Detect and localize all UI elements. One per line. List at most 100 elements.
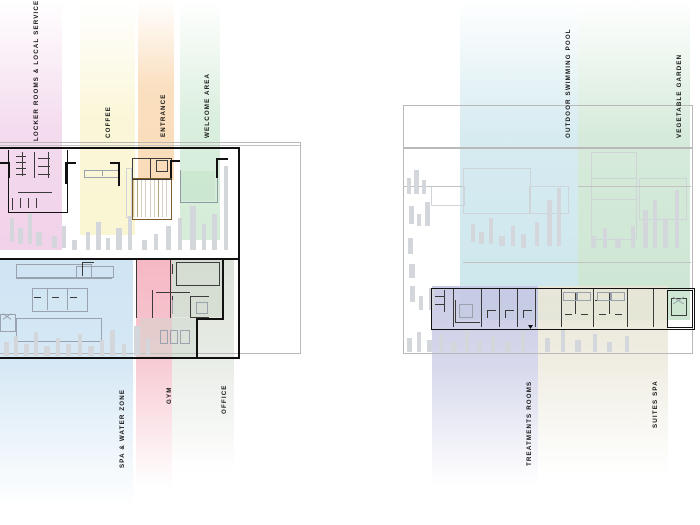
treatment-door-2	[505, 310, 514, 311]
wall-coffee-top-return	[110, 162, 120, 164]
context-divider-line	[0, 145, 300, 146]
lower-stick-d	[34, 332, 38, 356]
suite-bed-axis-2	[609, 292, 610, 314]
right-stick-n	[489, 218, 493, 244]
treatment-door-3	[523, 310, 532, 311]
suite-wall-2	[593, 289, 595, 327]
locker-cubicle-1	[20, 198, 21, 208]
context-stick-a	[10, 218, 14, 242]
treatment-door-jamb-2	[505, 310, 506, 318]
label-outdoor-swimming-pool: OUTDOOR SWIMMING POOL	[565, 28, 572, 138]
right-bottom-stick-c	[427, 340, 432, 352]
context-stick-j	[106, 238, 110, 250]
locker-long-bench	[18, 192, 52, 193]
right-floor-plan: OUTDOOR SWIMMING POOL VEGETABLE GARDEN T…	[395, 0, 700, 500]
label-locker-rooms: LOCKER ROOMS & LOCAL SERVICE	[33, 0, 40, 141]
right-stick-e	[417, 214, 421, 226]
right-stick-y	[643, 210, 648, 248]
right-stick-z	[653, 200, 657, 248]
locker-bench-row-d	[16, 174, 26, 175]
pool-main	[16, 264, 92, 278]
spa-stair-run	[82, 262, 83, 276]
office-fill-a	[172, 260, 222, 317]
right-stick-w	[615, 238, 621, 248]
wall-locker-return	[65, 162, 76, 164]
wall-welcome-right	[216, 158, 218, 178]
wall-welcome-return	[216, 158, 228, 160]
suite-fixture-b	[577, 292, 591, 301]
spa-divider-2	[67, 288, 68, 310]
context-stick-b	[18, 228, 23, 244]
right-bottom-stick-b	[417, 332, 421, 352]
right-bottom-stick-d	[439, 334, 443, 352]
office-wc-fixture	[196, 302, 208, 314]
right-bottom-stick-j	[521, 332, 525, 352]
locker-shower-row	[12, 198, 13, 210]
spa-fixture-3	[70, 297, 77, 298]
context-stick-e	[52, 236, 57, 248]
right-bottom-stick-g	[477, 340, 482, 352]
right-bottom-stick-i	[505, 342, 511, 352]
context-stick-i	[96, 222, 101, 250]
context-stick-h	[86, 232, 90, 250]
wall-entrance-top	[170, 160, 172, 178]
garden-plot-a	[591, 152, 637, 200]
context-stick-m	[142, 240, 147, 250]
label-gym: GYM	[166, 386, 173, 404]
right-stick-b	[414, 170, 419, 194]
context-stick-f	[62, 226, 66, 248]
spa-building-bar	[431, 288, 695, 330]
lower-stick-m	[134, 326, 140, 356]
right-bottom-stick-k	[545, 338, 550, 352]
office-desk-a	[160, 330, 168, 344]
lower-stick-a	[4, 342, 9, 356]
treatment-door-jamb-3	[523, 310, 524, 318]
right-stick-s	[547, 200, 552, 246]
volume-entrance-stair	[132, 178, 172, 220]
treatment-cell-wall-5	[535, 289, 537, 327]
right-stick-i	[410, 286, 415, 302]
locker-bench-row-c	[16, 168, 26, 169]
wall-upper-right	[238, 147, 240, 359]
stair-treads	[133, 179, 169, 217]
wall-lower-right	[222, 258, 224, 320]
context-frame-upper	[0, 142, 301, 354]
lower-stick-n	[146, 338, 150, 356]
terrace-lower-edge	[463, 262, 691, 263]
context-stick-s	[212, 214, 217, 250]
right-stick-p	[511, 226, 515, 246]
welcome-area-fill	[181, 171, 215, 201]
context-stick-l	[128, 216, 132, 250]
treatment-door-1	[487, 310, 496, 311]
suite-wall-3	[627, 289, 629, 327]
right-stick-x	[631, 226, 635, 248]
context-stick-o	[166, 226, 171, 250]
label-treatments-rooms: TREATMENTS ROOMS	[526, 380, 533, 466]
right-stick-h	[409, 264, 415, 278]
pool-secondary	[76, 266, 114, 278]
locker-bench-row-g	[38, 174, 50, 175]
right-stick-ab	[675, 190, 679, 248]
office-desk-c	[180, 330, 190, 344]
entrance-service-core	[156, 160, 168, 172]
suite-fixture-c	[597, 292, 611, 301]
context-stick-q	[190, 206, 196, 250]
office-dashed-axis	[172, 300, 173, 314]
right-bottom-stick-p	[625, 336, 629, 352]
office-door-swing-1	[172, 264, 173, 274]
wall-entry-notch-vert	[8, 162, 10, 178]
suite-wall-4	[653, 289, 655, 327]
right-stick-c	[422, 180, 426, 194]
wall-gym-left	[136, 260, 138, 318]
treatment-cell-wall-4	[517, 289, 519, 327]
suite-door-d	[615, 314, 622, 315]
label-office: OFFICE	[221, 384, 228, 414]
spa-fixture-2	[52, 297, 59, 298]
right-bottom-stick-h	[491, 336, 495, 352]
context-column-grid	[126, 168, 132, 218]
context-frame-right-upper	[403, 105, 693, 149]
right-bottom-stick-n	[593, 334, 597, 352]
office-desk-b	[170, 330, 178, 344]
right-stick-f	[425, 202, 430, 226]
